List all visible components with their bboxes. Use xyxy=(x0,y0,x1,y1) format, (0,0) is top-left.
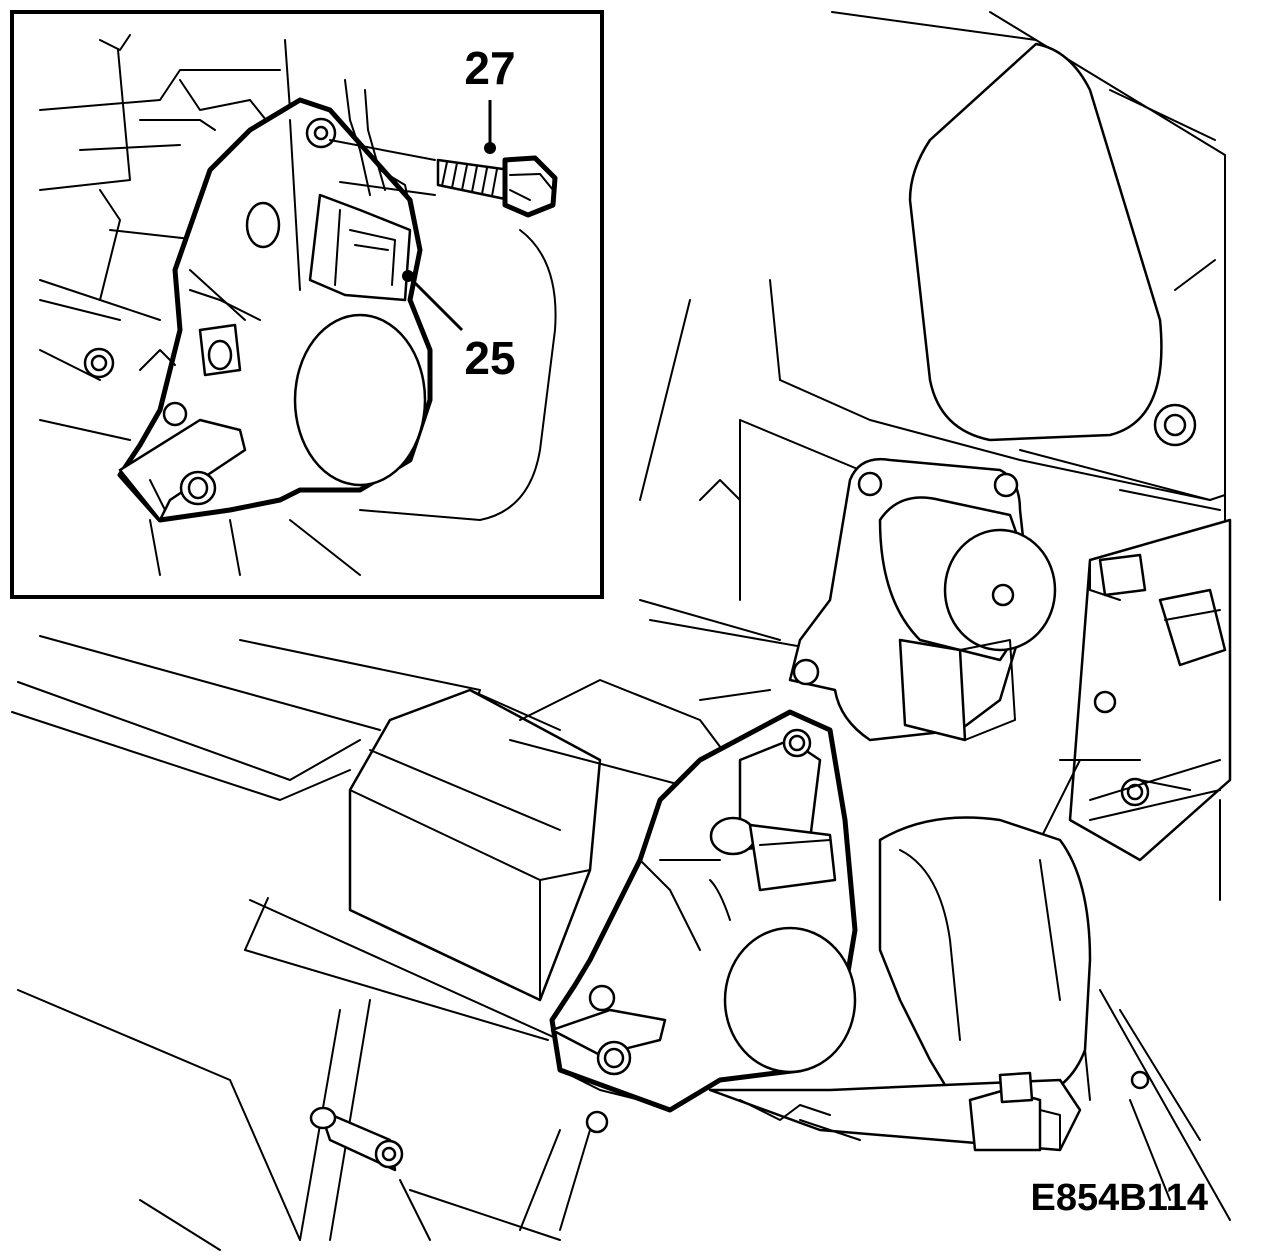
lower-bracket xyxy=(309,1106,591,1241)
inset-detail: 27 25 xyxy=(10,10,604,599)
callout-label-connector: 25 xyxy=(464,332,515,384)
callout-leaders xyxy=(402,100,496,332)
bolt xyxy=(329,139,558,218)
control-unit xyxy=(1029,518,1232,901)
chassis-lines xyxy=(11,635,561,1251)
callout-label-bolt: 27 xyxy=(464,42,515,94)
figure-code: E854B114 xyxy=(1031,1177,1209,1219)
lower-actuator xyxy=(549,709,1231,1221)
upper-actuator xyxy=(788,457,1057,742)
housing-box xyxy=(348,688,602,1002)
crossmember xyxy=(509,599,821,791)
main-view xyxy=(11,11,1232,1251)
engine-block xyxy=(639,11,1226,601)
inset-actuator xyxy=(117,79,433,523)
inset-background xyxy=(39,34,557,576)
